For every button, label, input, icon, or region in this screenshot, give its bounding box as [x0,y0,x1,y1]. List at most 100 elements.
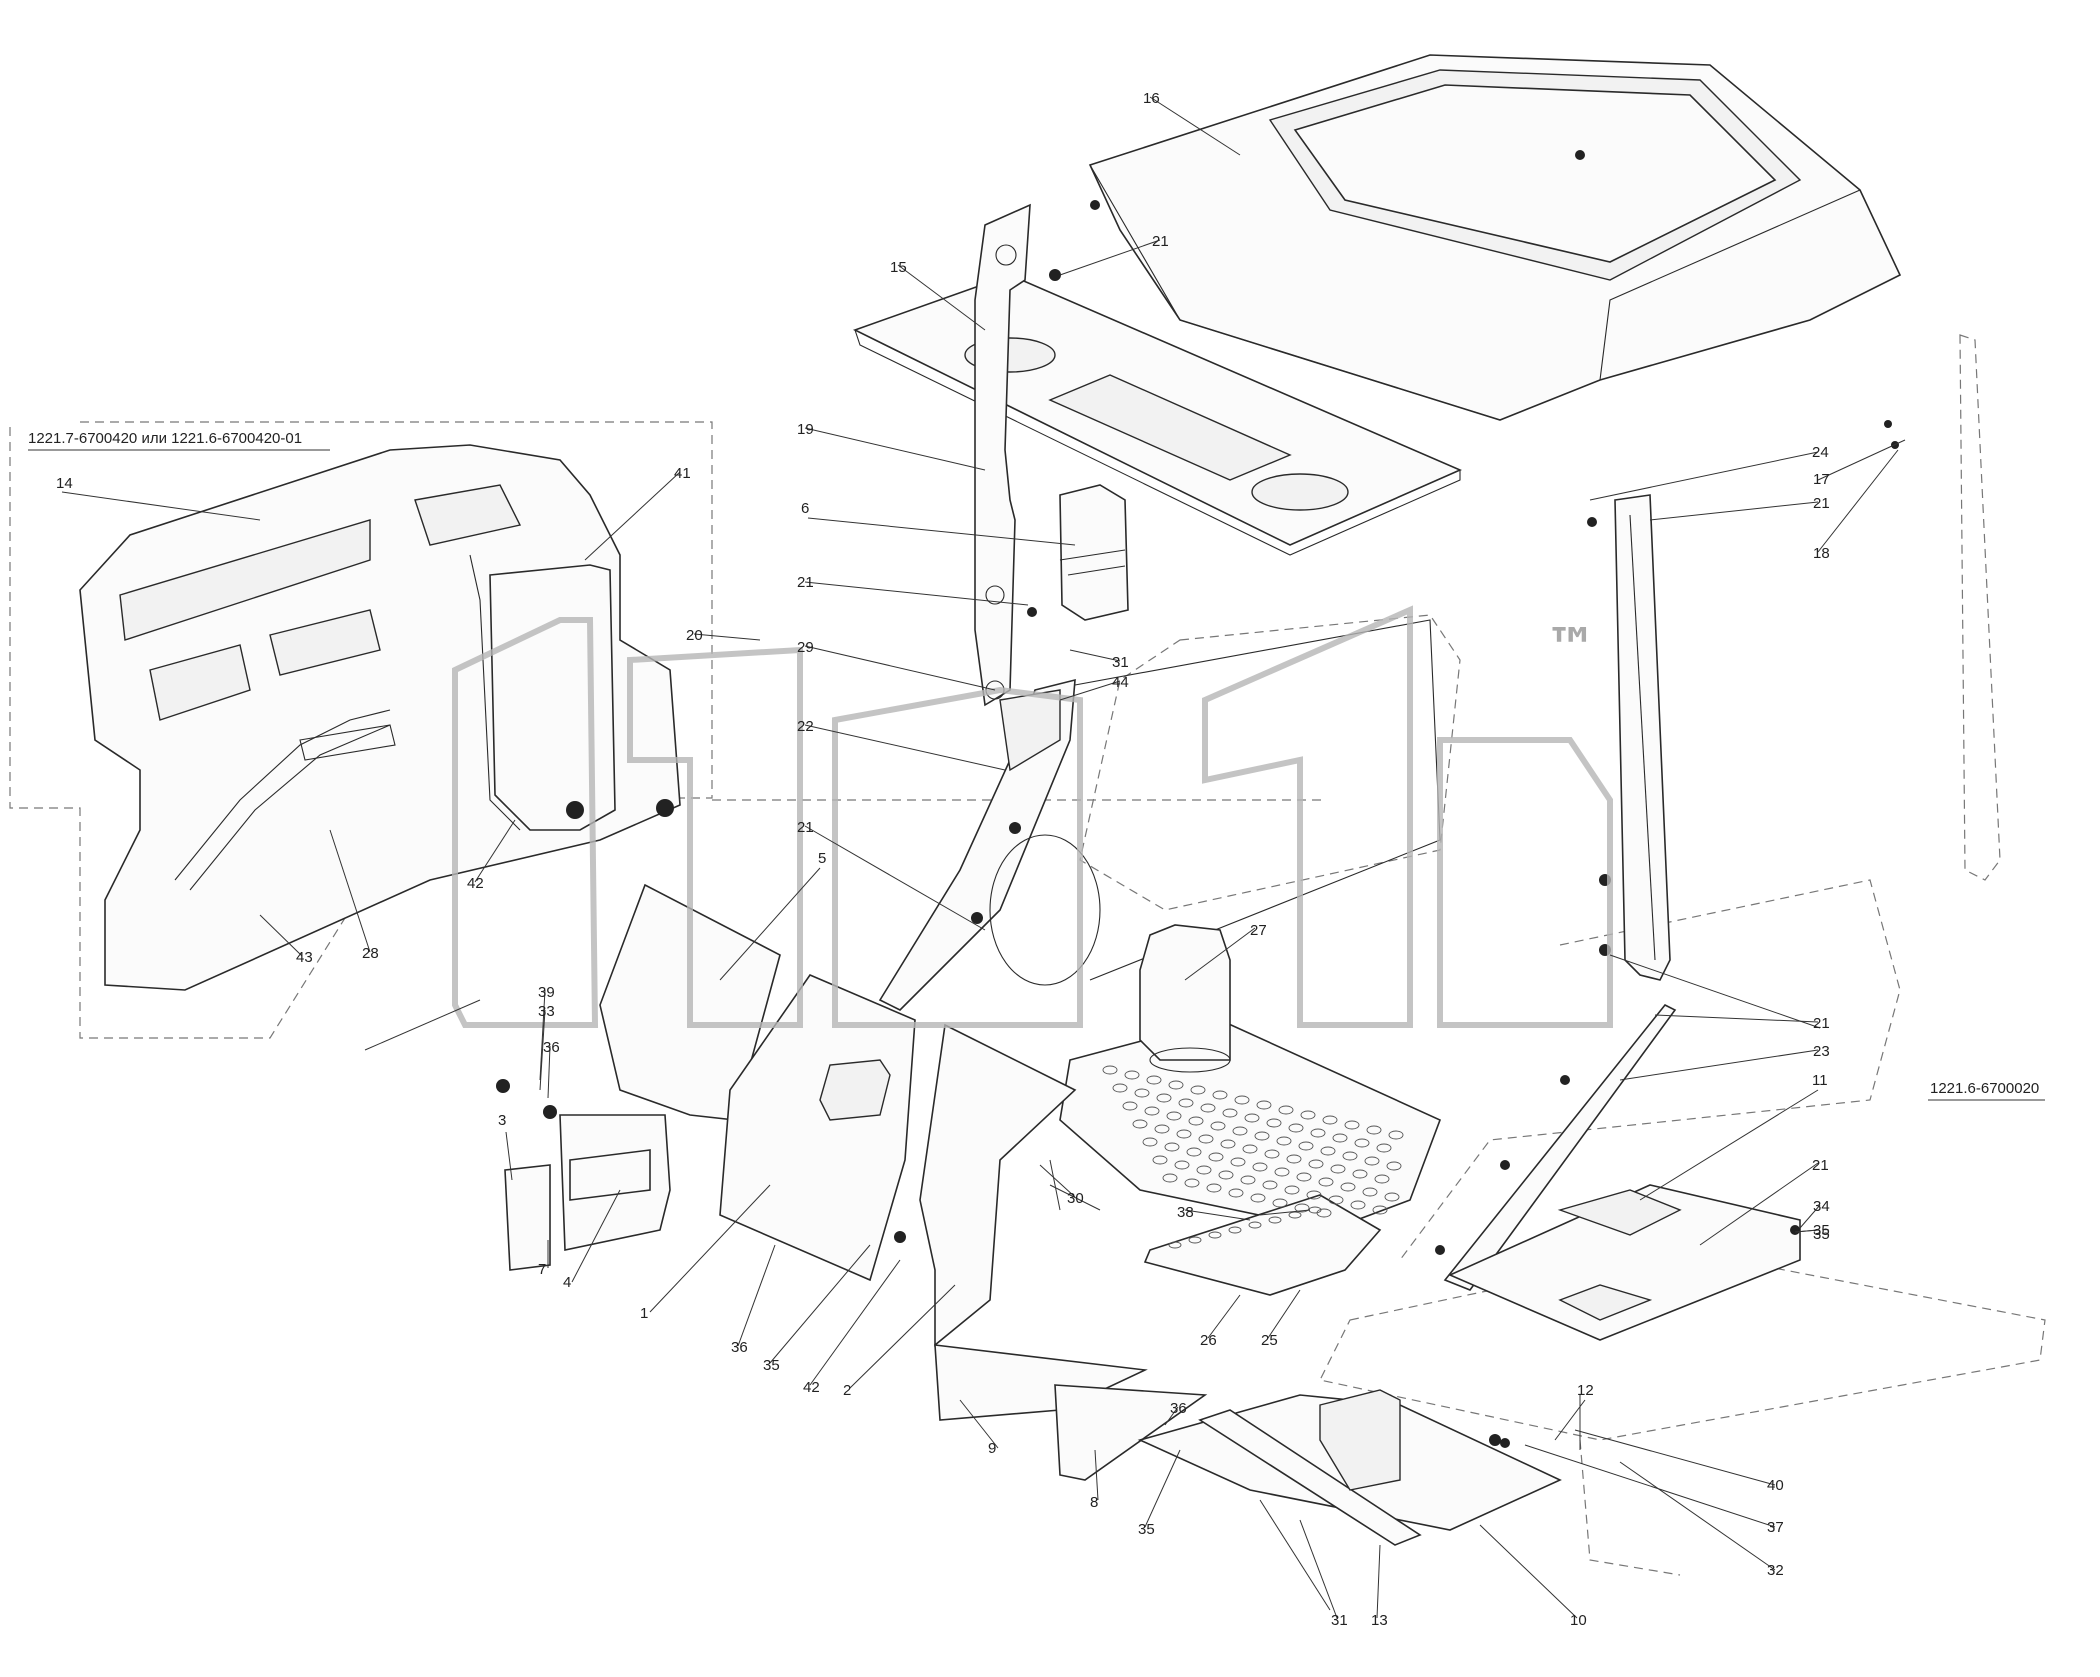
assembly-label-instrument-panel: 1221.7-6700420 или 1221.6-6700420-01 [28,430,302,447]
callout-number: 8 [1090,1494,1098,1511]
leader-line [1639,1089,1819,1201]
floor-perforation [1102,1065,1118,1075]
leader-line [719,867,821,981]
callout-number: 31 [1331,1612,1348,1629]
leader-line [505,1131,513,1181]
floor-perforation [1230,1157,1246,1167]
leader-line [1817,439,1906,481]
leader-line [1376,1544,1381,1619]
callout-number: 33 [538,1003,555,1020]
callout-number: 17 [1813,471,1830,488]
leader-line [1817,449,1899,553]
leader-line [1207,1294,1241,1339]
floor-perforation [1320,1146,1336,1156]
floor-perforation [1332,1133,1348,1143]
part-28-lever-boot [1139,924,1231,1073]
assembly-labels: 1221.7-6700420 или 1221.6-6700420-01 122… [28,430,2045,1101]
leader-line [804,825,986,931]
floor-perforation [1278,1105,1294,1115]
floor-perforation [1366,1125,1382,1135]
callout-number: 28 [362,945,379,962]
floor-perforation [1198,1134,1214,1144]
floor-perforation [1200,1103,1216,1113]
callout-number: 21 [1812,1157,1829,1174]
floor-perforation [1268,1216,1282,1224]
floor-perforation [1178,1098,1194,1108]
part-19-left-pillar [974,203,1031,707]
callout-number: 36 [731,1339,748,1356]
leader-line [539,1009,546,1091]
callout-number: 21 [1813,1015,1830,1032]
floor-perforation [1284,1185,1300,1195]
leader-line [1479,1524,1578,1619]
callout-number: 2 [843,1382,851,1399]
part-24-side-trim [1443,1003,1677,1291]
floor-perforation [1124,1070,1140,1080]
callout-number: 14 [56,475,73,492]
floor-perforation [1322,1115,1338,1125]
leader-line [693,633,761,641]
callout-number: 34 [1813,1198,1830,1215]
leader-line [804,645,996,691]
floor-perforation [1376,1143,1392,1153]
floor-perforation [1340,1182,1356,1192]
floor-perforation [1298,1141,1314,1151]
leader-line [1524,1444,1776,1528]
floor-perforation [1176,1129,1192,1139]
leader-line [1059,239,1161,276]
floor-perforation [1306,1190,1322,1200]
callout-number: 12 [1577,1382,1594,1399]
leader-line [61,491,261,521]
floor-perforation [1250,1193,1266,1203]
floor-perforation [1274,1167,1290,1177]
leader-line [1059,680,1121,701]
floor-perforation [1208,1231,1222,1239]
leader-line [364,999,481,1051]
leader-line [809,1259,901,1386]
leader-line [1164,1406,1179,1426]
floor-perforation [1132,1119,1148,1129]
floor-perforation [1166,1111,1182,1121]
leader-line [1259,1209,1311,1216]
callout-number: 29 [797,639,814,656]
callout-number: 35 [1813,1226,1830,1243]
leader-line [1619,1049,1819,1081]
leader-line [1619,1461,1776,1571]
callout-number: 36 [1170,1400,1187,1417]
floor-perforation [1266,1118,1282,1128]
callout-number: 18 [1813,545,1830,562]
cab-back-wall [989,619,1441,986]
callout-number: 35 [1813,1222,1830,1239]
floor-perforation [1220,1139,1236,1149]
floor-perforation [1146,1075,1162,1085]
callout-numbers: 1 2 3 4 5 6 7 8 9 10 11 12 13 14 15 16 1… [56,90,1830,1629]
callout-number: 35 [1138,1521,1155,1538]
leader-line [807,517,1076,546]
floor-perforation [1344,1120,1360,1130]
floor-perforation [1308,1159,1324,1169]
part-6-box [1059,484,1129,621]
callout-number: 1 [640,1305,648,1322]
leader-line [1039,1164,1076,1198]
floor-perforation [1112,1083,1128,1093]
floor-perforation [1212,1090,1228,1100]
floor-perforation [1164,1142,1180,1152]
leader-line [1184,1209,1251,1221]
callout-number: 41 [674,465,691,482]
floor-perforation [1142,1137,1158,1147]
leader-line [1049,1184,1101,1211]
leader-line [1589,451,1819,501]
callout-number: 21 [1813,495,1830,512]
leader-line [1649,501,1819,521]
floor-perforation [1240,1175,1256,1185]
callout-number: 30 [1067,1190,1084,1207]
leader-line [737,1244,776,1347]
callout-number: 40 [1767,1477,1784,1494]
floor-perforation [1354,1138,1370,1148]
leader-line [1299,1519,1338,1619]
callout-number: 3 [498,1112,506,1129]
leader-line [584,471,681,561]
floor-perforation [1218,1170,1234,1180]
leader-line [804,581,1029,606]
leader-line [1794,1229,1819,1233]
